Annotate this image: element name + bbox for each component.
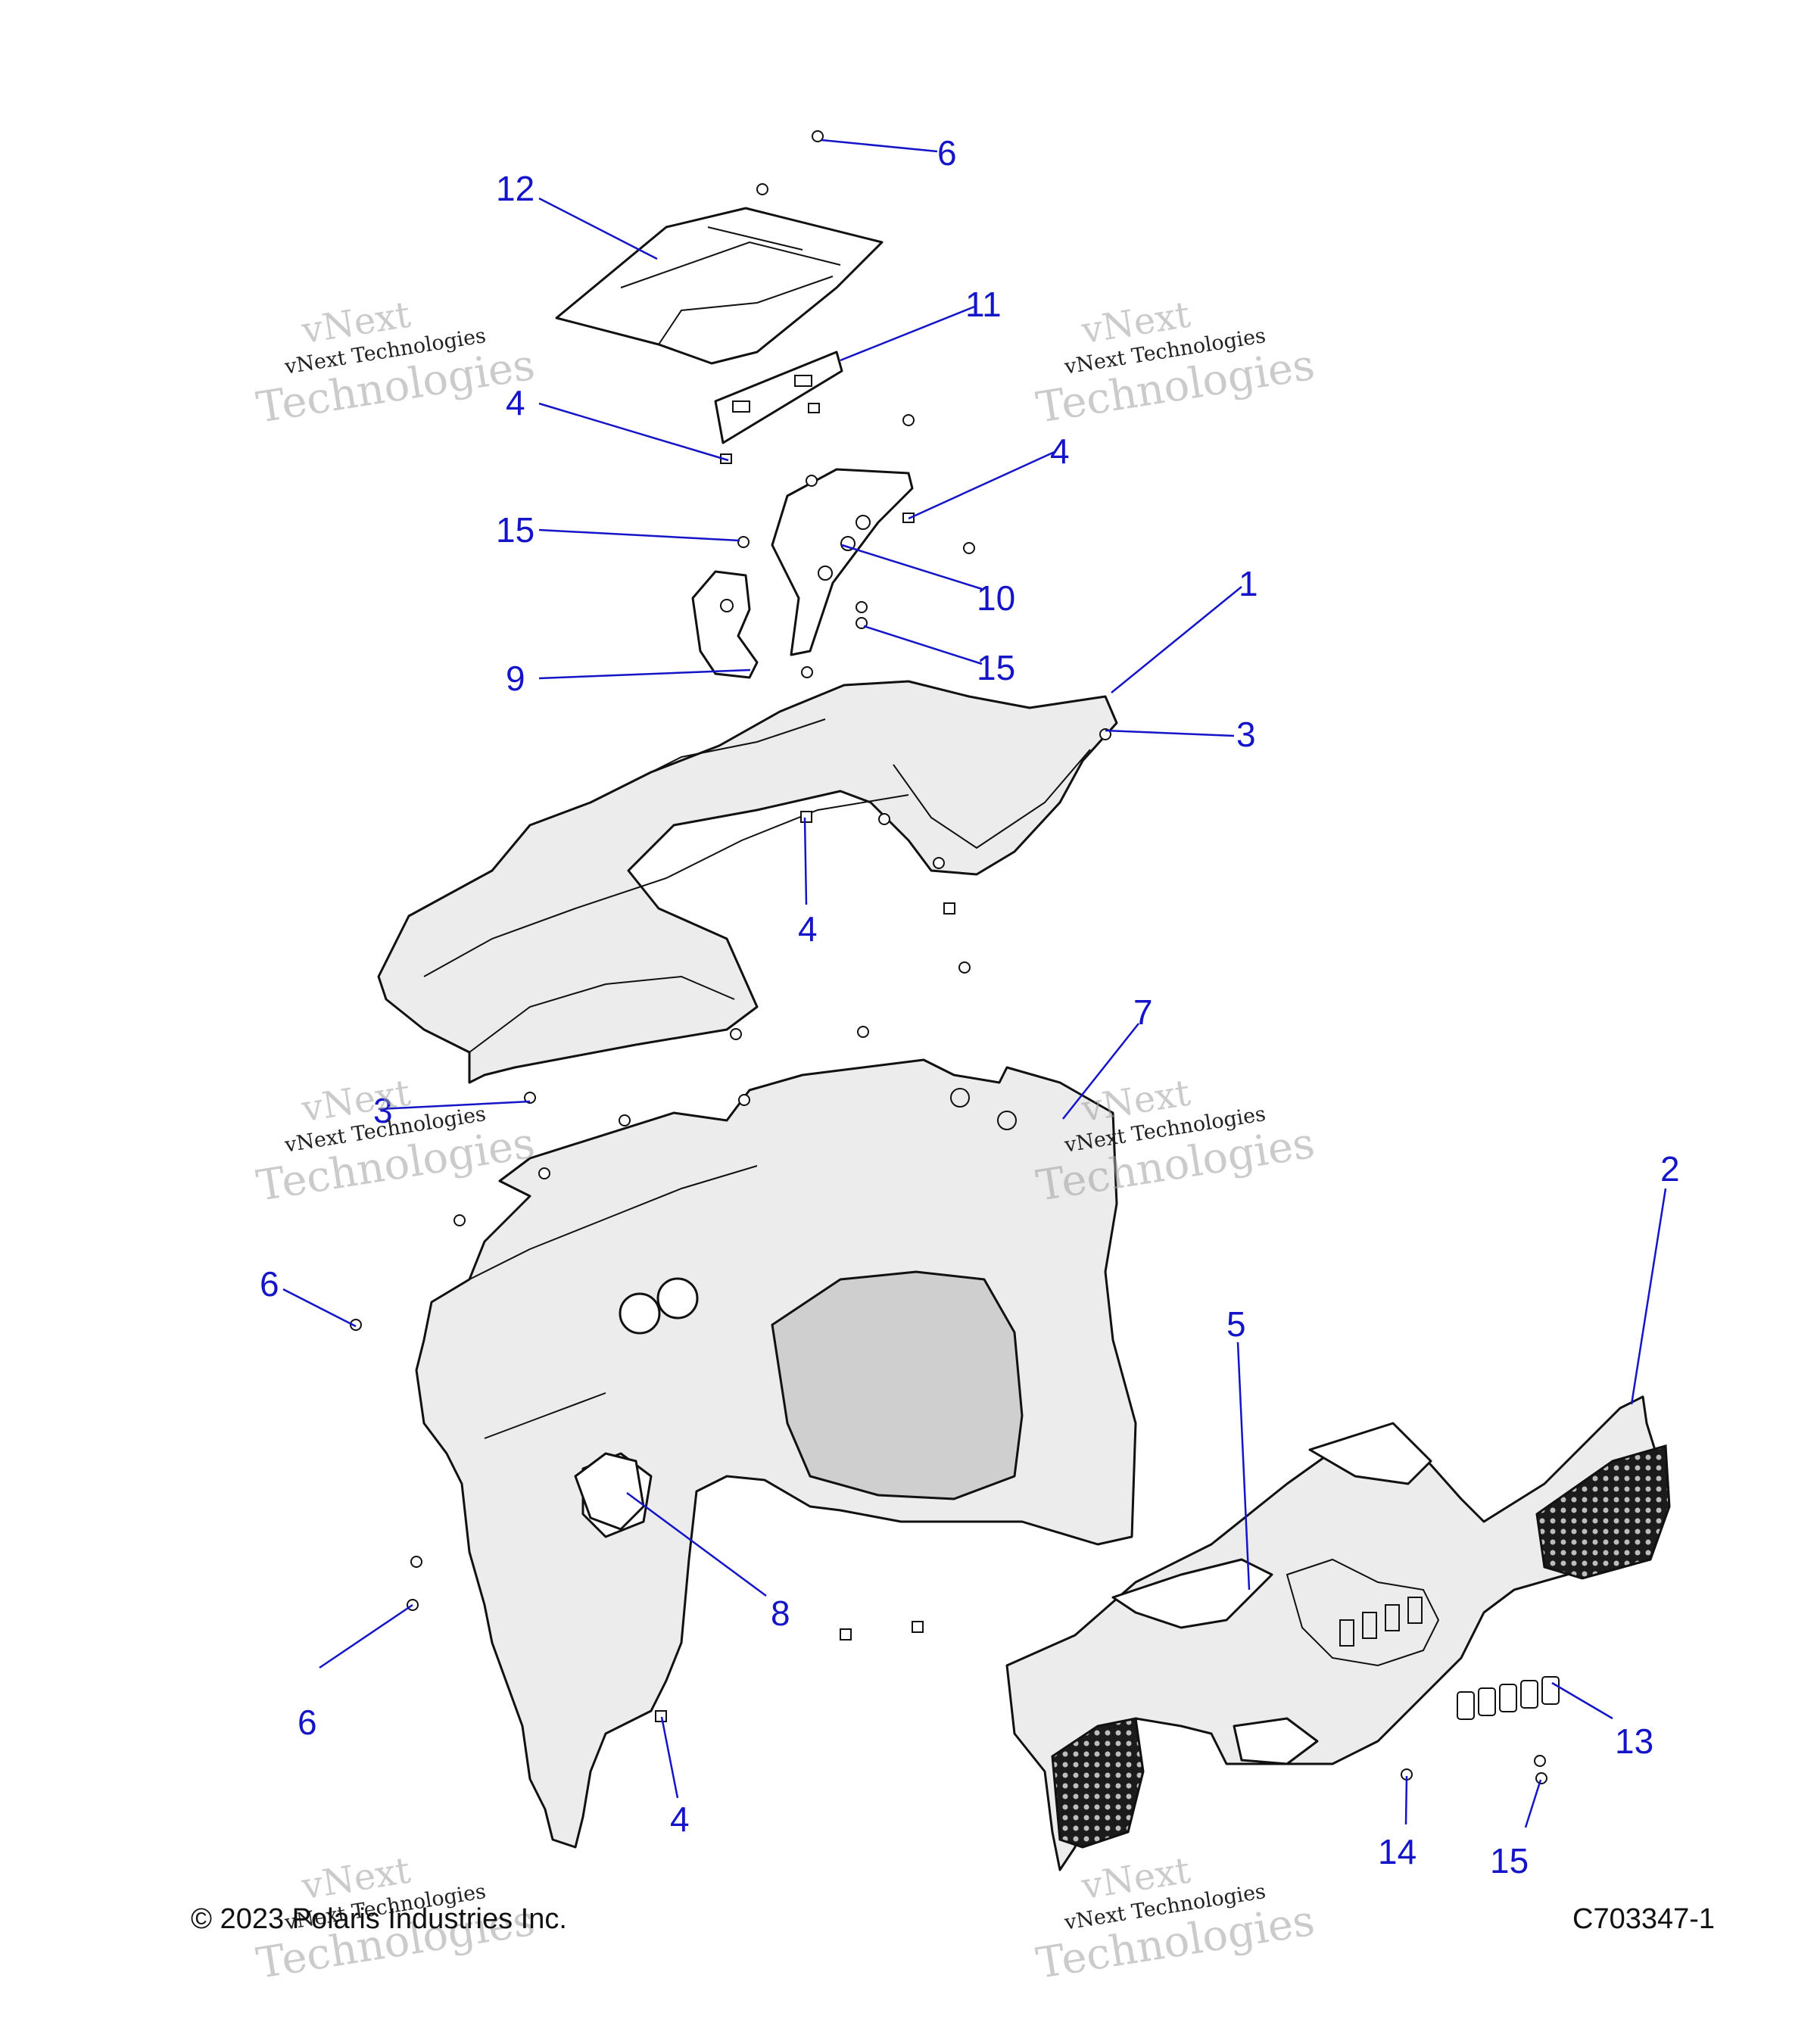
part-13-clips: [1457, 1676, 1560, 1720]
callout-4-upper-left: 4: [506, 383, 525, 422]
callout-4-upper-right: 4: [1050, 432, 1070, 471]
callout-6-top: 6: [937, 133, 957, 173]
callout-12: 12: [496, 169, 535, 208]
figure-code: C703347-1: [1572, 1903, 1716, 1935]
callout-6-lower: 6: [298, 1703, 317, 1742]
callout-3-right: 3: [1236, 715, 1256, 754]
callout-9: 9: [506, 659, 525, 698]
callout-7: 7: [1133, 992, 1153, 1032]
callout-6-left: 6: [260, 1264, 279, 1304]
callout-14: 14: [1378, 1832, 1417, 1871]
leader-lines: [282, 139, 1667, 1828]
part-12-dash-cover: [555, 207, 884, 365]
part-5-front-fascia: [1005, 1395, 1671, 1871]
callout-labels: 6 12 11 4 4 15 10 1 15 9 3 4 7 3 2 6 5 8…: [260, 133, 1680, 1880]
callout-4-lower: 4: [670, 1799, 690, 1839]
callout-2: 2: [1660, 1149, 1680, 1189]
part-8-pad: [574, 1452, 645, 1531]
part-10-bracket: [771, 468, 914, 656]
callout-1: 1: [1239, 564, 1258, 603]
callout-5: 5: [1226, 1304, 1246, 1344]
part-1-upper-dash-frame: [377, 680, 1118, 1084]
hardware-fasteners: [350, 130, 1547, 1784]
callout-10: 10: [977, 578, 1015, 618]
part-9-bracket: [691, 570, 759, 679]
callout-3-left: 3: [373, 1091, 393, 1130]
callout-11: 11: [965, 285, 1002, 324]
part-11-bracket-strip: [714, 351, 843, 444]
callout-15-lower: 15: [1490, 1841, 1529, 1880]
callout-8: 8: [771, 1594, 790, 1633]
callout-15-upper: 15: [496, 510, 535, 550]
callout-15-middle: 15: [977, 648, 1015, 687]
callout-13: 13: [1615, 1722, 1653, 1761]
callout-4-center: 4: [798, 909, 818, 949]
copyright-text: © 2023 Polaris Industries Inc.: [191, 1903, 567, 1935]
